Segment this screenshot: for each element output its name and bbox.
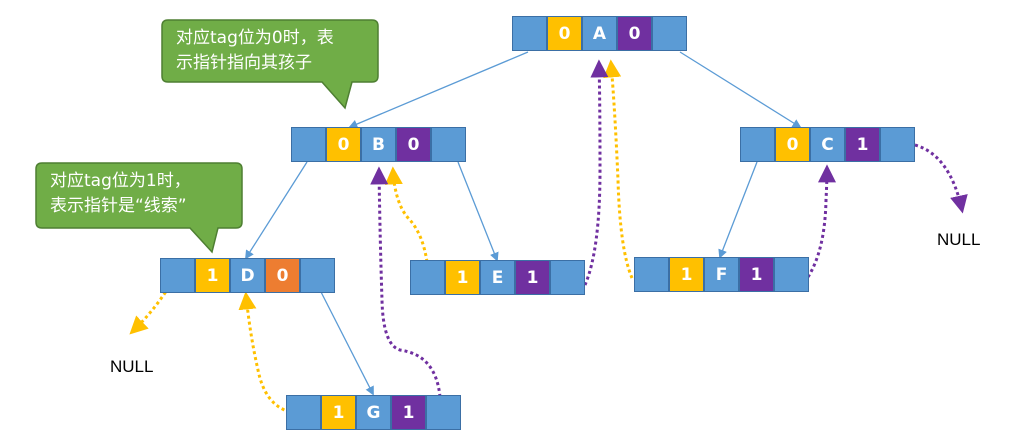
ltag-cell: 1 <box>321 395 356 430</box>
edge-c-f <box>718 161 758 259</box>
rchild-pointer-cell <box>550 260 585 295</box>
edge-d-g <box>319 289 374 396</box>
data-cell: D <box>230 258 265 293</box>
edge-a-b <box>348 51 529 129</box>
rtag-cell: 1 <box>515 260 550 295</box>
thread-e-a <box>583 59 609 286</box>
callout-tag1-text: 对应tag位为1时， 表示指针是“线索” <box>50 171 191 216</box>
rtag-cell: 0 <box>265 258 300 293</box>
ltag-cell: 0 <box>326 127 361 162</box>
node-d: 1 D 0 <box>160 258 335 293</box>
rchild-pointer-cell <box>426 395 461 430</box>
ltag-cell: 1 <box>445 260 480 295</box>
edge-b-e <box>457 161 499 262</box>
rtag-cell: 0 <box>617 16 652 51</box>
data-cell: B <box>361 127 396 162</box>
thread-f-a <box>603 59 634 279</box>
lchild-pointer-cell <box>410 260 445 295</box>
node-c: 0 C 1 <box>740 127 915 162</box>
rchild-pointer-cell <box>652 16 687 51</box>
thread-f-c <box>806 164 836 278</box>
lchild-pointer-cell <box>512 16 547 51</box>
data-cell: F <box>704 257 739 292</box>
data-cell: G <box>356 395 391 430</box>
null-label-left: NULL <box>110 357 154 376</box>
ltag-cell: 1 <box>195 258 230 293</box>
rtag-cell: 1 <box>845 127 880 162</box>
data-cell: C <box>810 127 845 162</box>
edge-b-d <box>245 161 308 260</box>
rchild-pointer-cell <box>300 258 335 293</box>
thread-d-null <box>129 281 174 335</box>
thread-g-d <box>238 291 291 414</box>
data-cell: E <box>480 260 515 295</box>
edge-a-c <box>679 51 802 128</box>
ltag-cell: 0 <box>775 127 810 162</box>
null-label-right: NULL <box>937 230 981 249</box>
rtag-cell: 0 <box>396 127 431 162</box>
lchild-pointer-cell <box>634 257 669 292</box>
node-b: 0 B 0 <box>291 127 466 162</box>
thread-e-b <box>384 166 429 263</box>
callout-tag1-bubble <box>35 162 243 254</box>
rchild-pointer-cell <box>774 257 809 292</box>
child-edges <box>245 51 802 396</box>
thread-g-b <box>370 166 442 398</box>
callout-tag0-text: 对应tag位为0时，表 示指针指向其孩子 <box>176 28 334 73</box>
ltag-cell: 0 <box>547 16 582 51</box>
lchild-pointer-cell <box>286 395 321 430</box>
rtag-cell: 1 <box>391 395 426 430</box>
rchild-pointer-cell <box>431 127 466 162</box>
rtag-cell: 1 <box>739 257 774 292</box>
node-g: 1 G 1 <box>286 395 461 430</box>
lchild-pointer-cell <box>740 127 775 162</box>
thread-c-null <box>914 143 968 214</box>
left-threads <box>129 59 634 414</box>
callout-tag0-bubble <box>161 19 379 110</box>
data-cell: A <box>582 16 617 51</box>
node-f: 1 F 1 <box>634 257 809 292</box>
rchild-pointer-cell <box>880 127 915 162</box>
node-e: 1 E 1 <box>410 260 585 295</box>
right-threads <box>370 59 968 398</box>
lchild-pointer-cell <box>160 258 195 293</box>
lchild-pointer-cell <box>291 127 326 162</box>
ltag-cell: 1 <box>669 257 704 292</box>
node-a: 0 A 0 <box>512 16 687 51</box>
